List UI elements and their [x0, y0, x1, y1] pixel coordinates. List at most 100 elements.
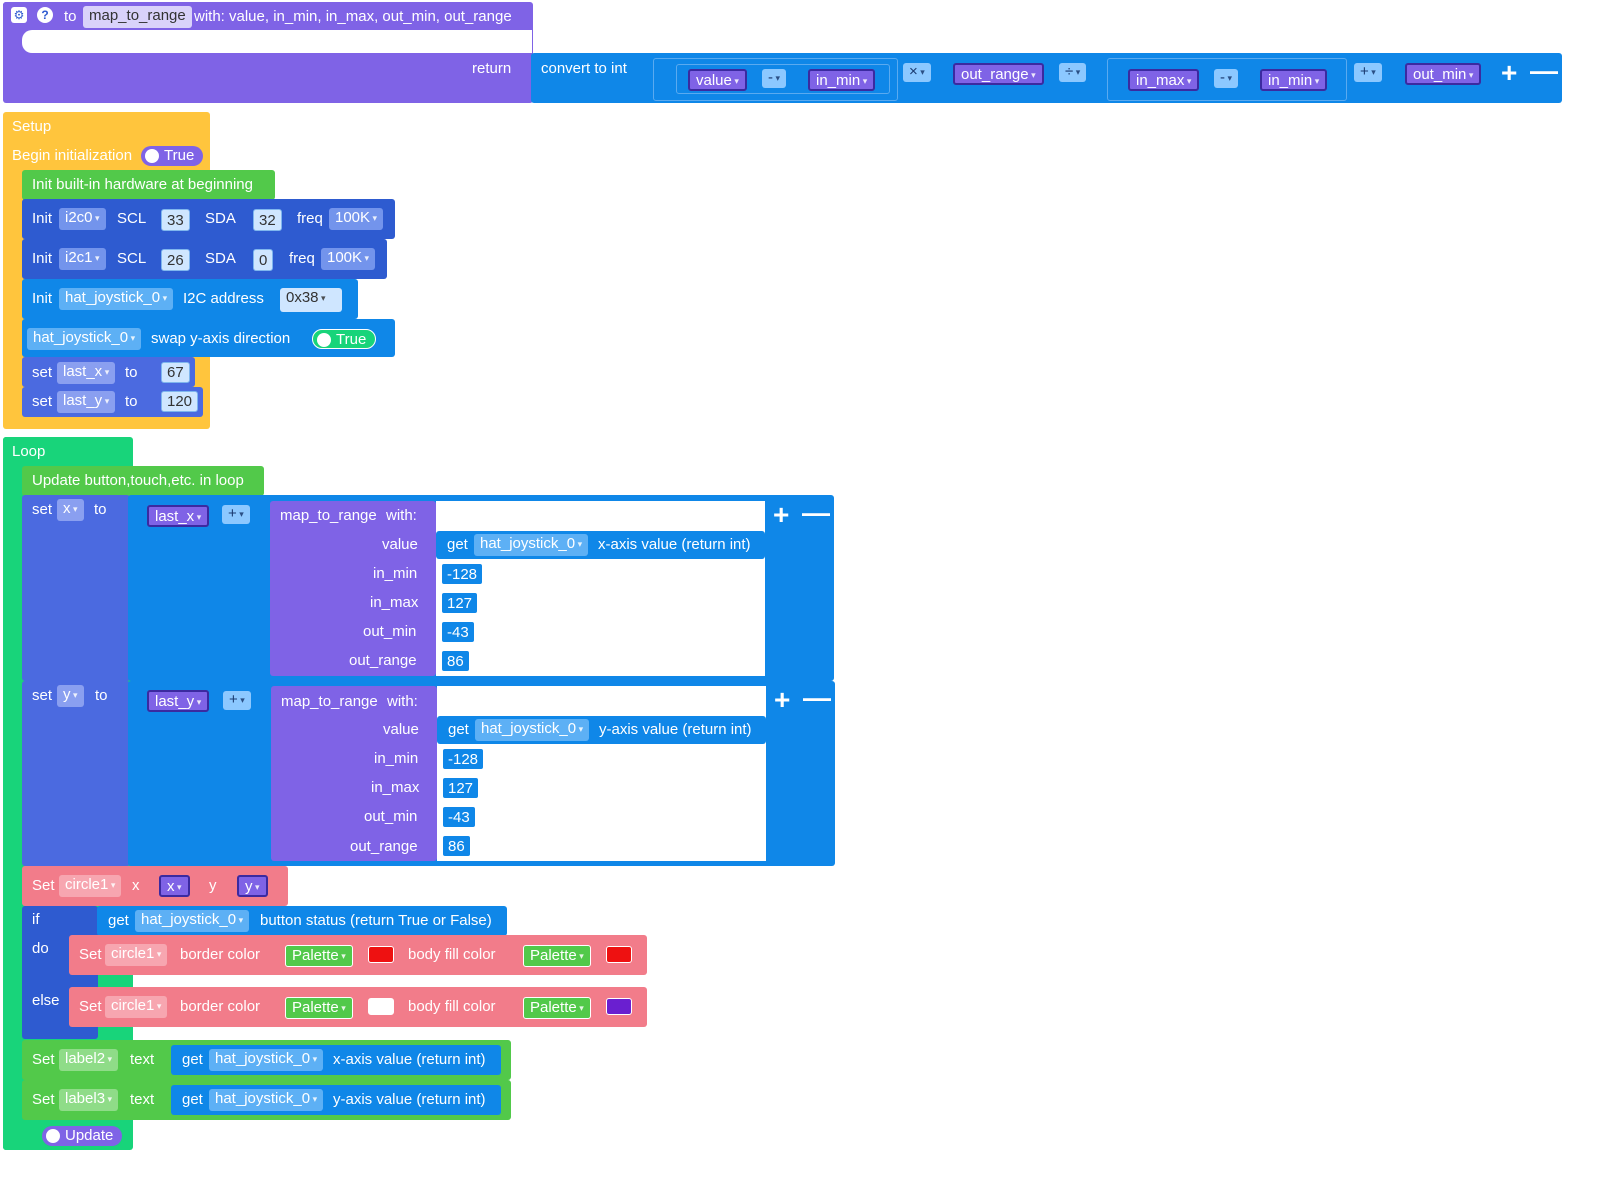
- border-color-swatch[interactable]: [368, 946, 394, 963]
- i2c0-port-dropdown[interactable]: i2c0: [59, 208, 106, 230]
- func-params: with: value, in_min, in_max, out_min, ou…: [194, 8, 512, 25]
- circle1-dropdown[interactable]: circle1: [105, 944, 168, 966]
- out-range-input[interactable]: 86: [442, 835, 471, 857]
- value-param-label: value: [382, 536, 418, 553]
- in-max-input[interactable]: 127: [442, 777, 480, 799]
- in-max-param-label: in_max: [371, 779, 420, 796]
- set-label: set: [32, 501, 53, 518]
- var-in-min-1[interactable]: in_min: [808, 69, 876, 91]
- op-plus[interactable]: +: [1354, 63, 1382, 82]
- palette-dropdown[interactable]: Palette: [523, 945, 591, 967]
- swap-toggle[interactable]: True: [312, 329, 377, 349]
- circle1-dropdown[interactable]: circle1: [59, 875, 122, 897]
- body-color-swatch[interactable]: [606, 946, 632, 963]
- scl-value-input[interactable]: 33: [161, 209, 190, 231]
- x-label: x: [132, 877, 140, 894]
- in-min-input[interactable]: -128: [441, 563, 484, 585]
- palette-dropdown[interactable]: Palette: [285, 945, 353, 967]
- last-y-value-input[interactable]: 120: [161, 391, 199, 412]
- update-button-label: Update button,touch,etc. in loop: [32, 472, 244, 489]
- plus-icon[interactable]: +: [773, 499, 790, 530]
- joystick-dropdown[interactable]: hat_joystick_0: [135, 910, 250, 932]
- scl-value-input[interactable]: 26: [161, 249, 190, 271]
- plus-icon[interactable]: +: [774, 684, 791, 715]
- plus-icon[interactable]: +: [1501, 57, 1518, 88]
- else-label: else: [32, 992, 60, 1009]
- var-out-range[interactable]: out_range: [953, 63, 1044, 85]
- last-x-value-input[interactable]: 67: [161, 362, 190, 383]
- set-y-block[interactable]: [22, 681, 130, 866]
- begin-init-toggle[interactable]: True: [141, 146, 204, 166]
- in-min-input[interactable]: -128: [442, 748, 485, 770]
- set-label: set: [32, 393, 53, 410]
- help-icon[interactable]: ?: [37, 7, 53, 23]
- minus-icon[interactable]: —: [803, 682, 831, 713]
- var-last-x-dropdown[interactable]: last_x: [57, 362, 116, 384]
- palette-dropdown[interactable]: Palette: [285, 997, 353, 1019]
- var-last-y[interactable]: last_y: [147, 690, 210, 712]
- sda-value-input[interactable]: 32: [253, 209, 282, 231]
- x-axis-label: x-axis value (return int): [598, 536, 751, 553]
- joystick-dropdown[interactable]: hat_joystick_0: [27, 328, 142, 350]
- var-x[interactable]: x: [159, 875, 190, 897]
- with-label: with:: [386, 507, 417, 524]
- op-times[interactable]: ×: [903, 63, 931, 82]
- minus-icon[interactable]: —: [1530, 55, 1558, 86]
- init-hw-block[interactable]: [22, 170, 275, 200]
- func-name-field[interactable]: map_to_range: [83, 6, 192, 28]
- var-out-min[interactable]: out_min: [1405, 63, 1482, 85]
- var-in-max[interactable]: in_max: [1128, 69, 1200, 91]
- freq-dropdown[interactable]: 100K: [329, 208, 384, 230]
- palette-dropdown[interactable]: Palette: [523, 997, 591, 1019]
- y-axis-label: y-axis value (return int): [599, 721, 752, 738]
- sda-value-input[interactable]: 0: [253, 249, 274, 271]
- body-color-swatch[interactable]: [606, 998, 632, 1015]
- var-last-x[interactable]: last_x: [147, 505, 210, 527]
- op-plus-dropdown[interactable]: +: [222, 505, 250, 524]
- map-to-range-call[interactable]: [271, 686, 437, 861]
- border-color-swatch[interactable]: [368, 998, 394, 1015]
- out-min-input[interactable]: -43: [441, 621, 475, 643]
- var-value[interactable]: value: [688, 69, 747, 91]
- var-last-y-dropdown[interactable]: last_y: [57, 391, 116, 413]
- call-arg-area: [436, 501, 765, 676]
- label3-dropdown[interactable]: label3: [59, 1089, 119, 1111]
- func-kw-to: to: [64, 8, 77, 25]
- set-x-block[interactable]: [22, 495, 130, 681]
- freq-dropdown[interactable]: 100K: [321, 248, 376, 270]
- i2c1-port-dropdown[interactable]: i2c1: [59, 248, 106, 270]
- joystick-dropdown[interactable]: hat_joystick_0: [475, 719, 590, 741]
- in-max-input[interactable]: 127: [441, 592, 479, 614]
- scl-label: SCL: [117, 210, 147, 227]
- out-min-param-label: out_min: [363, 623, 417, 640]
- op-minus-2[interactable]: -: [1214, 69, 1239, 88]
- update-toggle[interactable]: Update: [42, 1126, 123, 1146]
- call-arg-area: [437, 686, 766, 861]
- text-label: text: [130, 1051, 155, 1068]
- var-x-dropdown[interactable]: x: [57, 499, 84, 521]
- joystick-dropdown[interactable]: hat_joystick_0: [474, 534, 589, 556]
- gear-icon[interactable]: ⚙: [11, 7, 27, 23]
- body-fill-label: body fill color: [408, 998, 496, 1015]
- var-y[interactable]: y: [237, 875, 268, 897]
- swap-label: swap y-axis direction: [151, 330, 291, 347]
- out-range-input[interactable]: 86: [441, 650, 470, 672]
- op-minus-1[interactable]: -: [762, 69, 787, 88]
- joystick-dropdown[interactable]: hat_joystick_0: [59, 288, 174, 310]
- sda-label: SDA: [205, 250, 236, 267]
- op-plus-dropdown[interactable]: +: [223, 691, 251, 710]
- map-to-range-call[interactable]: [270, 501, 436, 676]
- label2-dropdown[interactable]: label2: [59, 1049, 119, 1071]
- var-y-dropdown[interactable]: y: [57, 685, 84, 707]
- out-min-input[interactable]: -43: [442, 806, 476, 828]
- if-label: if: [32, 911, 40, 928]
- joystick-dropdown[interactable]: hat_joystick_0: [209, 1089, 324, 1111]
- i2c-address-dropdown[interactable]: 0x38: [280, 288, 342, 312]
- circle1-dropdown[interactable]: circle1: [105, 996, 168, 1018]
- op-divide[interactable]: ÷: [1059, 63, 1087, 82]
- var-in-min-2[interactable]: in_min: [1260, 69, 1328, 91]
- minus-icon[interactable]: —: [802, 497, 830, 528]
- func-body-slot: [22, 30, 532, 53]
- update-button-block[interactable]: [22, 466, 264, 496]
- joystick-dropdown[interactable]: hat_joystick_0: [209, 1049, 324, 1071]
